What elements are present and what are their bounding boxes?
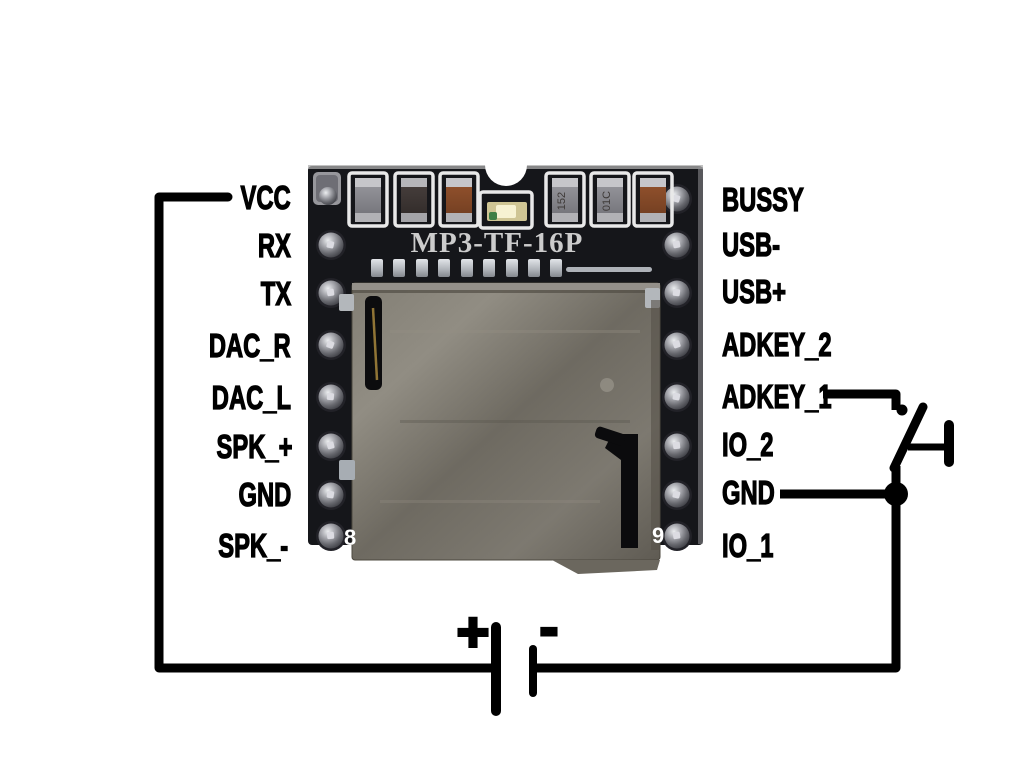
pin-label-adkey-2: ADKEY_2	[722, 326, 833, 363]
pin-label-io-2: IO_2	[722, 426, 774, 463]
adkey1-wire	[823, 389, 901, 410]
push-button-switch	[884, 402, 954, 506]
vcc-to-battery-wire	[154, 192, 497, 673]
pin-label-rx: RX	[257, 227, 292, 264]
junction-dot	[884, 482, 908, 506]
pin-number-9: 9	[652, 523, 664, 548]
pin-label-usb-plus: USB+	[722, 273, 787, 310]
circuit-wires	[154, 192, 901, 673]
dfplayer-module: 152 01C MP3-TF-16P	[308, 144, 703, 574]
battery-positive-label: +	[455, 598, 491, 664]
switch-lever	[889, 402, 928, 473]
module-silkscreen-label: MP3-TF-16P	[411, 227, 584, 259]
pin-label-dac-r: DAC_R	[209, 327, 292, 364]
chip-marking-152: 152	[556, 192, 568, 210]
pin-label-tx: TX	[260, 275, 291, 312]
battery-symbol	[491, 622, 537, 716]
chip-marking-01c: 01C	[601, 191, 613, 211]
pin-label-usb-minus: USB-	[722, 226, 781, 263]
smd-chips: 152 01C	[355, 178, 666, 222]
pcb-notch	[485, 144, 527, 186]
battery-to-gnd-wire	[536, 495, 901, 673]
sd-contact-pins	[371, 259, 652, 277]
left-pin-header	[313, 172, 346, 551]
pin-number-8: 8	[344, 525, 356, 550]
battery-negative-label: -	[538, 593, 560, 659]
pin-label-vcc: VCC	[240, 179, 291, 216]
pin-label-io-1: IO_1	[722, 527, 774, 564]
switch-fixed-contact	[896, 404, 908, 416]
pin-label-bussy: BUSSY	[722, 181, 805, 218]
pin-label-dac-l: DAC_L	[211, 379, 291, 416]
pin-label-gnd-left: GND	[238, 476, 292, 513]
pin-label-spk-minus: SPK_-	[218, 527, 289, 564]
pcb-right-edge	[698, 167, 703, 544]
pin-label-gnd-right: GND	[722, 474, 776, 511]
pin-label-spk-plus: SPK_+	[216, 428, 293, 465]
sd-card-socket	[339, 282, 661, 574]
led	[487, 202, 527, 221]
smd-components	[347, 171, 674, 230]
pin-label-adkey-1: ADKEY_1	[722, 378, 833, 415]
